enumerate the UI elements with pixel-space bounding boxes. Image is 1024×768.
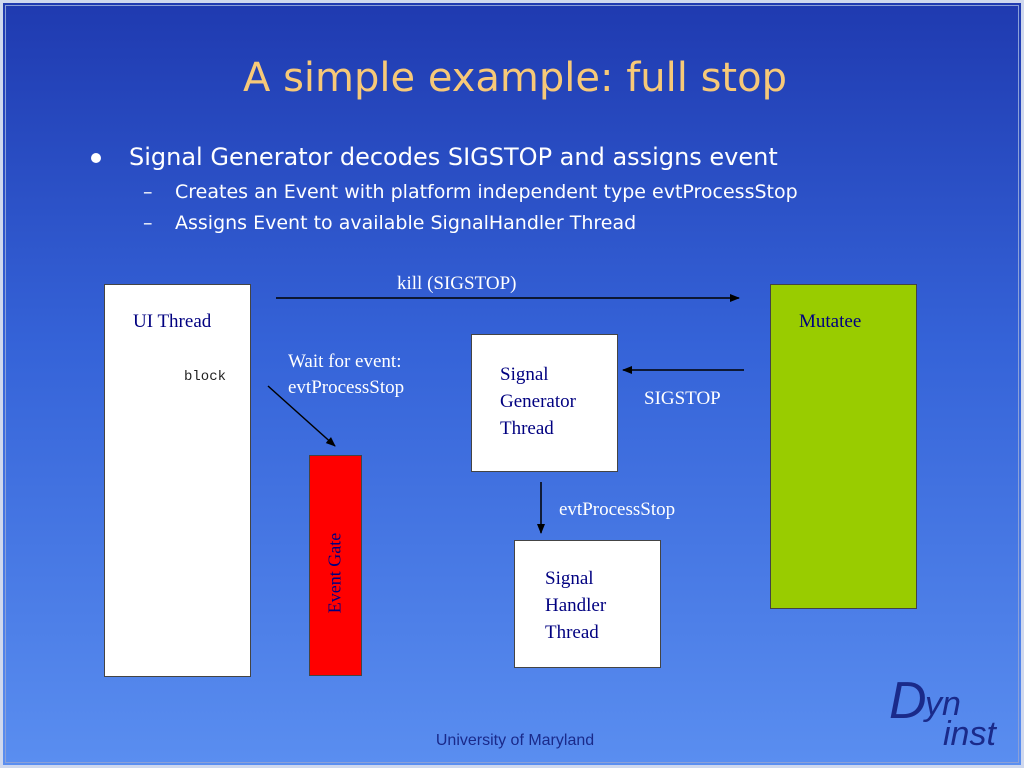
evt-process-stop-label: evtProcessStop (559, 499, 676, 520)
sub-bullet-marker: – (143, 181, 153, 203)
signal-generator-line: Generator (500, 391, 576, 412)
signal-generator-line: Signal (500, 364, 549, 385)
signal-handler-line: Handler (545, 595, 607, 616)
block-label: block (184, 369, 227, 385)
wait-label-line: evtProcessStop (288, 377, 405, 398)
mutatee-label: Mutatee (799, 311, 862, 332)
wait-for-event-label: Wait for event: evtProcessStop (288, 349, 404, 401)
ui-thread-label: UI Thread (133, 311, 212, 332)
signal-handler-line: Signal (545, 568, 594, 589)
bullet-list: Signal Generator decodes SIGSTOP and ass… (91, 143, 798, 239)
slide-title: A simple example: full stop (243, 55, 787, 101)
signal-handler-box (514, 540, 661, 668)
logo-letter-d: D (889, 672, 927, 730)
footer-institution: University of Maryland (435, 732, 595, 749)
sigstop-label: SIGSTOP (644, 388, 721, 409)
kill-sigstop-label: kill (SIGSTOP) (397, 273, 517, 294)
sub-bullet-item: – Creates an Event with platform indepen… (91, 177, 798, 208)
mutatee-box (770, 284, 917, 609)
signal-generator-box (471, 334, 618, 472)
sub-bullet-text: Assigns Event to available SignalHandler… (175, 212, 637, 234)
bullet-dot-icon (91, 153, 101, 163)
logo-letters-inst: inst (943, 715, 996, 753)
signal-generator-line: Thread (500, 418, 554, 439)
sub-bullet-item: – Assigns Event to available SignalHandl… (91, 208, 798, 239)
ui-thread-box (104, 284, 251, 677)
bullet-text: Signal Generator decodes SIGSTOP and ass… (129, 143, 778, 171)
bullet-item: Signal Generator decodes SIGSTOP and ass… (91, 143, 798, 171)
wait-arrow (267, 385, 336, 447)
signal-handler-label: Signal Handler Thread (545, 565, 606, 646)
sub-bullet-marker: – (143, 212, 153, 234)
logo-letters-yn: yn (925, 685, 961, 723)
signal-generator-label: Signal Generator Thread (500, 361, 576, 442)
sub-bullet-text: Creates an Event with platform independe… (175, 181, 798, 203)
event-gate-box (309, 455, 362, 676)
signal-handler-line: Thread (545, 622, 599, 643)
diagram-arrows (267, 294, 744, 534)
wait-label-line: Wait for event: (288, 351, 402, 372)
